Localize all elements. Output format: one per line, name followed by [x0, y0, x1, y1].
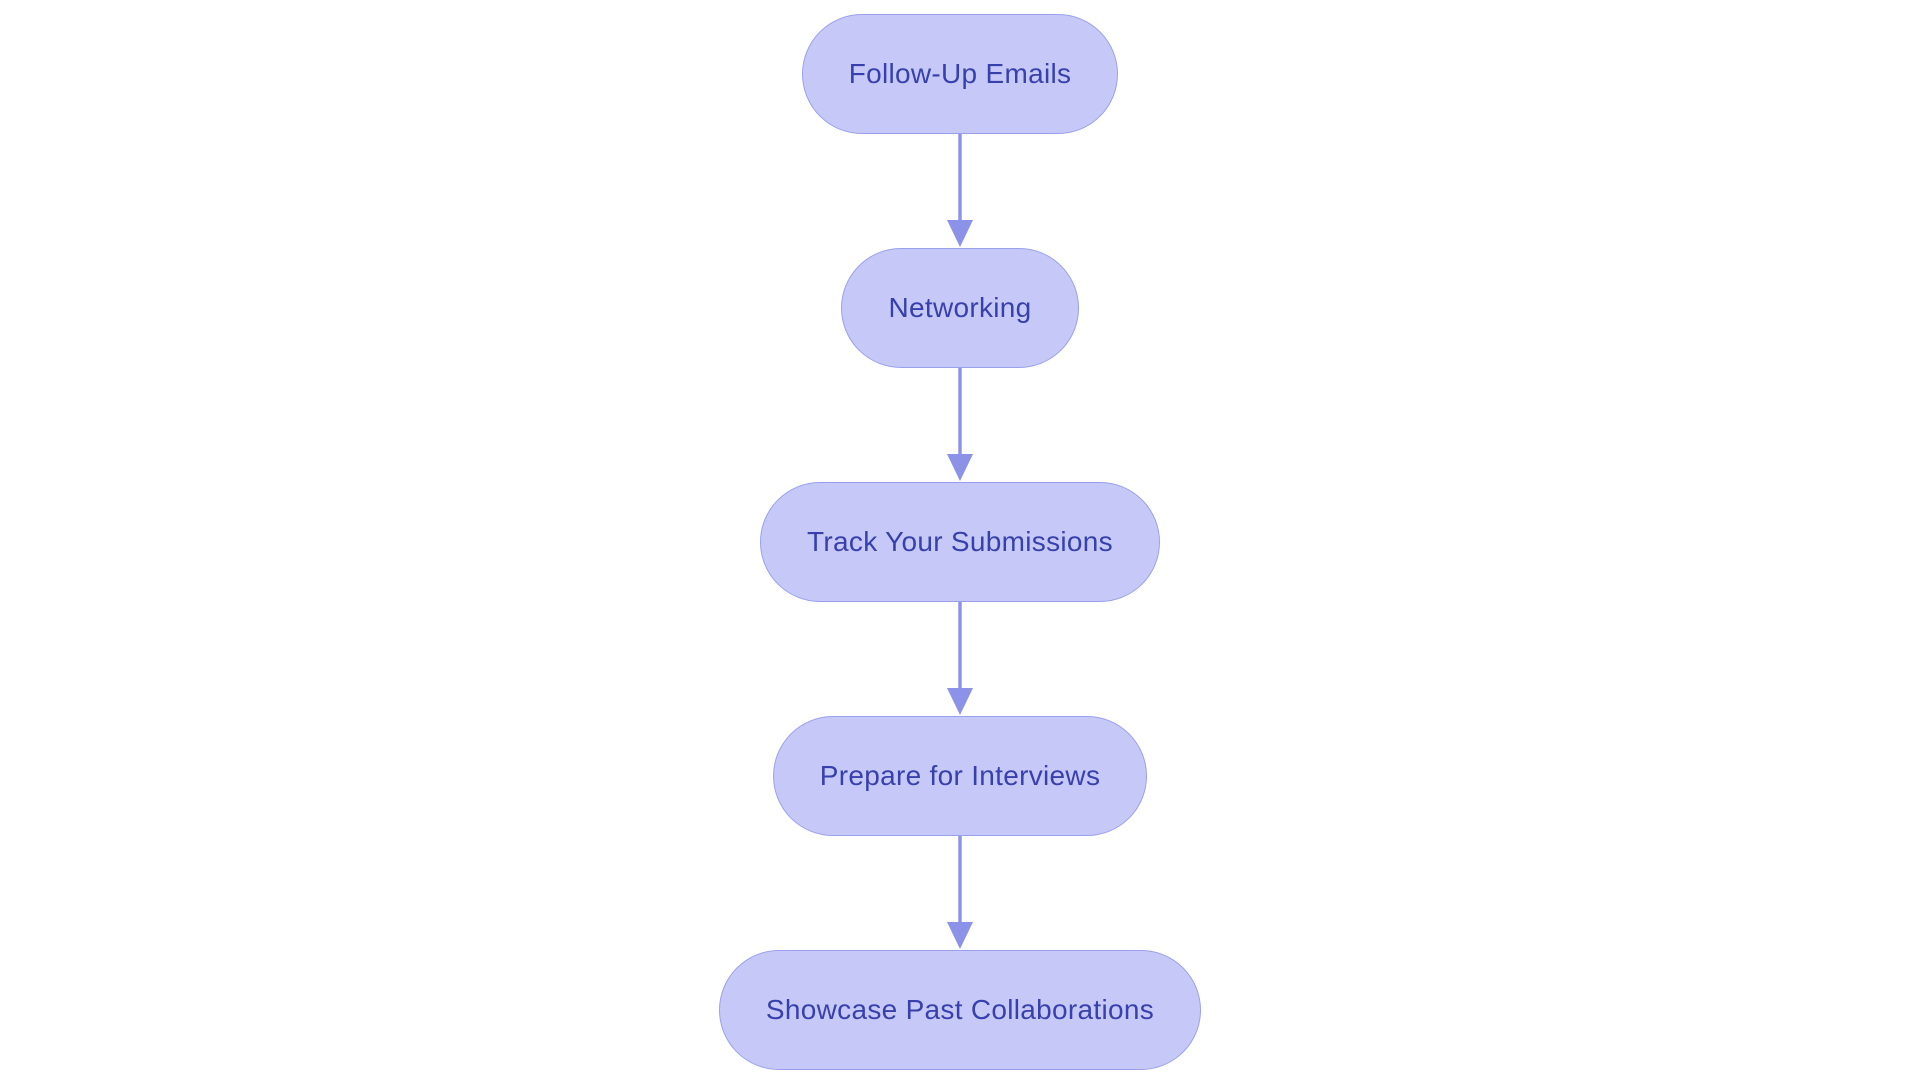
flow-arrow-2 [947, 368, 973, 481]
node-prepare-for-interviews: Prepare for Interviews [772, 716, 1148, 836]
node-label: Networking [888, 292, 1032, 323]
node-label: Track Your Submissions [807, 526, 1113, 557]
node-label: Follow-Up Emails [848, 58, 1072, 89]
node-label: Prepare for Interviews [819, 760, 1101, 791]
flow-arrow-4 [947, 836, 973, 949]
node-track-your-submissions: Track Your Submissions [760, 482, 1160, 602]
node-networking: Networking [841, 248, 1079, 368]
node-showcase-past-collaborations: Showcase Past Collaborations [718, 950, 1202, 1070]
flow-arrow-1 [947, 134, 973, 247]
node-follow-up-emails: Follow-Up Emails [801, 14, 1119, 134]
node-label: Showcase Past Collaborations [765, 994, 1155, 1025]
flow-arrow-3 [947, 602, 973, 715]
